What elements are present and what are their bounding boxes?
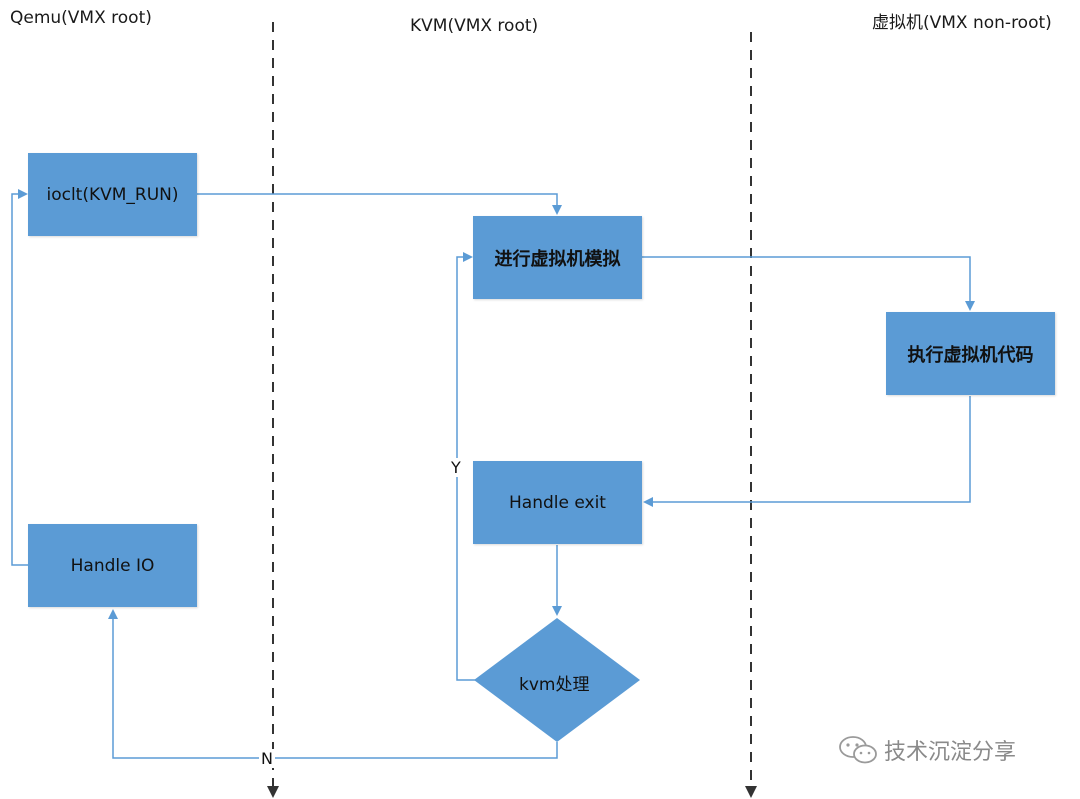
edge-simulate-to-exec (642, 256, 975, 311)
edge-label-no: N (259, 749, 275, 768)
kvm-decision-diamond (474, 618, 640, 742)
wechat-icon (839, 736, 877, 764)
simulate-vm-box: 进行虚拟机模拟 (473, 216, 642, 299)
handle-exit-box: Handle exit (473, 461, 642, 544)
watermark-text: 技术沉淀分享 (884, 740, 1017, 765)
edge-decision-no (108, 609, 558, 759)
edge-ioctl-to-simulate (197, 193, 562, 215)
lane-title-kvm: KVM(VMX root) (410, 16, 539, 36)
edge-handleio-to-ioctl (11, 189, 28, 566)
lane-title-vm: 虚拟机(VMX non-root) (872, 13, 1052, 33)
edge-label-yes: Y (449, 458, 463, 477)
handle-io-box: Handle IO (28, 524, 197, 607)
edge-exec-to-exit (643, 396, 971, 507)
exec-guest-code-box: 执行虚拟机代码 (886, 312, 1055, 395)
kvm-decision-label: kvm处理 (519, 675, 590, 695)
lane-title-qemu: Qemu(VMX root) (10, 8, 152, 28)
ioctl-kvm-run-box: ioclt(KVM_RUN) (28, 153, 197, 236)
watermark: 技术沉淀分享 (838, 734, 1016, 766)
